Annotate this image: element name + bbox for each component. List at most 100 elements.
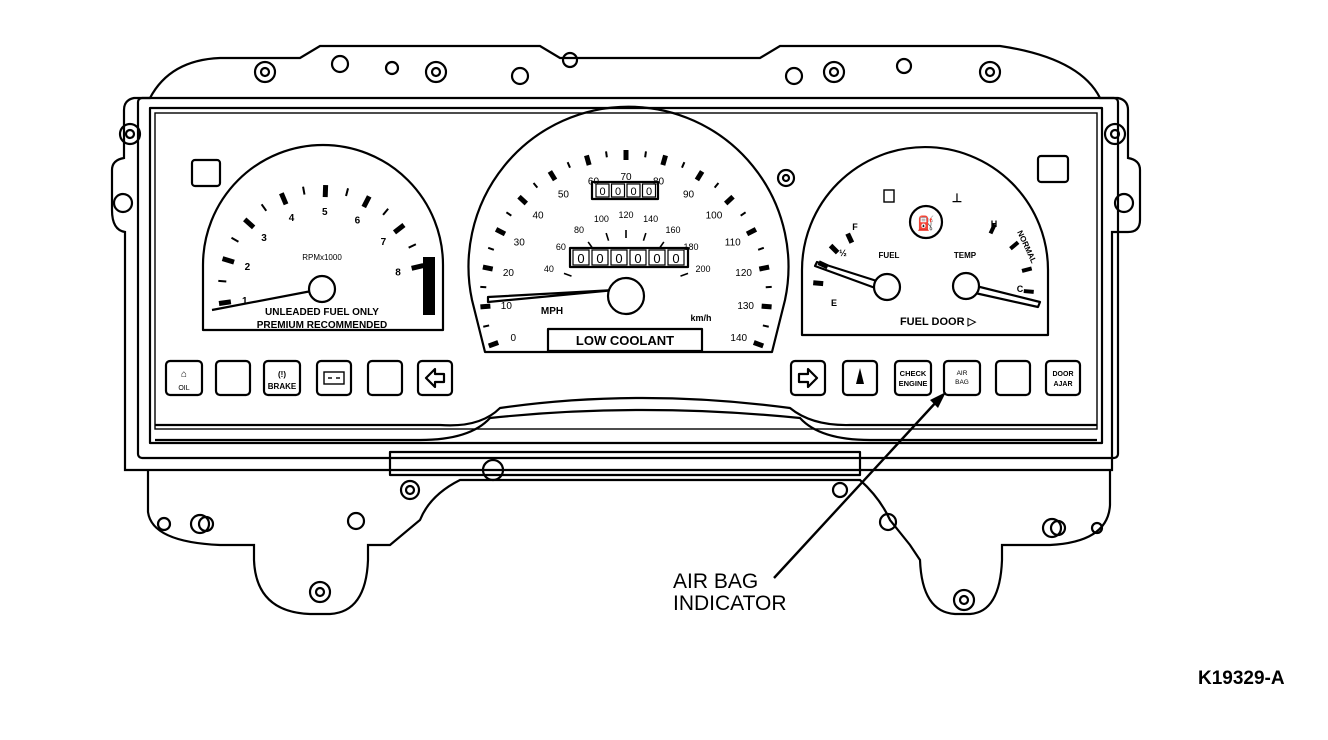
fuel-hub (872, 272, 902, 302)
mph-major-tick (761, 303, 772, 310)
mph-minor-tick (644, 151, 647, 158)
tach-tick-label: 7 (381, 237, 387, 248)
fuel-door-label: FUEL DOOR ▷ (900, 316, 977, 328)
mph-tick-label: 140 (730, 333, 747, 344)
door-ajar-line2: AJAR (1053, 381, 1072, 388)
mph-tick-label: 10 (501, 301, 513, 312)
right-turn-light (789, 359, 827, 397)
tach-tick-label: 3 (261, 233, 267, 244)
tach-major-tick (243, 217, 256, 230)
air-bag-indicator-callout: AIR BAG INDICATOR (673, 571, 787, 615)
mph-tick-label: 100 (706, 210, 723, 221)
mph-major-tick (480, 303, 491, 310)
tach-scale-label: RPMx1000 (302, 253, 342, 262)
brake-light-label: BRAKE (268, 382, 297, 391)
kmh-tick (563, 272, 572, 277)
fuel-pump-icon: ⛽ (917, 215, 934, 232)
temp-cold-mark: C (1017, 284, 1024, 294)
left-arrow-icon (424, 367, 446, 389)
brake-light (262, 359, 302, 397)
fuel-empty-mark: E (831, 298, 837, 308)
odo-digit: 0 (653, 251, 660, 266)
mph-major-tick (547, 170, 558, 182)
mph-minor-tick (740, 211, 747, 217)
tach-minor-tick (218, 279, 227, 283)
tach-tick-label: 6 (355, 216, 361, 227)
odo-digit: 0 (634, 251, 641, 266)
mph-major-tick (517, 194, 529, 206)
air-bag-light (942, 359, 982, 397)
mph-major-tick (694, 170, 705, 182)
mph-tick-label: 70 (620, 172, 632, 183)
fuel-half-mark: ½ (839, 248, 847, 258)
kmh-tick-label: 60 (556, 242, 566, 252)
mph-tick-label: 90 (683, 190, 695, 201)
indicator-window-left (190, 158, 222, 188)
mph-major-tick (494, 227, 507, 237)
mph-label: MPH (541, 306, 563, 317)
door-ajar-light (1044, 359, 1082, 397)
callout-line2: INDICATOR (673, 592, 787, 615)
mph-minor-tick (566, 161, 571, 169)
fuel-tick (828, 243, 840, 255)
kmh-tick-label: 140 (643, 214, 658, 224)
speed-needle (486, 288, 617, 304)
mph-minor-tick (757, 246, 765, 251)
trip-digit-box (641, 183, 657, 198)
kmh-tick-label: 100 (594, 214, 609, 224)
trip-digit: 0 (599, 186, 605, 198)
fuel-temp-gauge: ⛽ ⊥ F ½ E H NORMAL C FUEL TEMP FUEL DOOR… (800, 145, 1050, 337)
fuel-tick (845, 232, 855, 244)
temp-tick (1009, 240, 1020, 251)
tach-tick-label: 2 (245, 262, 251, 273)
mph-tick-label: 20 (503, 268, 515, 279)
door-ajar-line1: DOOR (1053, 371, 1074, 378)
oil-light (164, 359, 204, 397)
tach-major-tick (279, 192, 289, 206)
mph-minor-tick (532, 182, 539, 189)
mph-major-tick (660, 154, 668, 166)
tach-minor-tick (345, 188, 350, 197)
mph-major-tick (758, 264, 770, 272)
temp-hot-mark: H (991, 219, 998, 229)
air-bag-line1: AIR (957, 370, 968, 377)
high-beam-icon (856, 368, 864, 384)
trip-digit-box (595, 183, 610, 198)
tach-minor-tick (408, 243, 417, 249)
odo-digit: 0 (577, 251, 584, 266)
warning-lights-row: ⌂ OIL (!) BRAKE CHECK ENGINE AIR BAG DOO… (164, 359, 1082, 397)
tach-tick-label: 4 (289, 213, 295, 224)
kmh-label: km/h (690, 313, 711, 323)
temp-label: TEMP (954, 251, 977, 260)
fuel-tick (813, 280, 824, 287)
trip-digit-box (610, 183, 626, 198)
odo-digit-box (648, 249, 666, 266)
fuel-label: FUEL (879, 251, 900, 260)
trip-digit-box (626, 183, 641, 198)
tach-tick-label: 1 (242, 296, 248, 307)
odo-digit: 0 (615, 251, 622, 266)
right-arrow-icon (797, 367, 819, 389)
tach-minor-tick (382, 208, 389, 216)
kmh-tick-label: 80 (574, 225, 584, 235)
mph-tick-label: 30 (514, 237, 526, 248)
odo-digit-box (610, 249, 628, 266)
check-engine-light (893, 359, 933, 397)
coolant-temp-icon: ⊥ (952, 191, 962, 205)
mph-minor-tick (487, 246, 495, 251)
left-turn-light (416, 359, 454, 397)
kmh-tick-label: 40 (544, 264, 554, 274)
blank-light-1 (214, 359, 252, 397)
temp-tick (1021, 266, 1033, 273)
trip-digit: 0 (630, 186, 636, 198)
mounting-holes (112, 51, 1135, 612)
trip-digit: 0 (615, 186, 621, 198)
low-coolant-text: LOW COOLANT (576, 333, 674, 348)
mph-major-tick (723, 194, 735, 206)
